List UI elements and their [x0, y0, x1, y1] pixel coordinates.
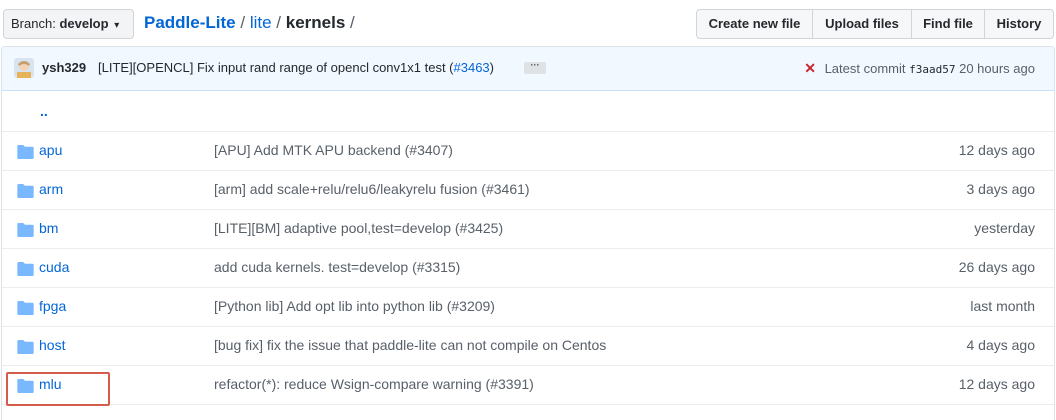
- avatar[interactable]: [14, 58, 34, 78]
- x-icon[interactable]: ✕: [804, 60, 816, 76]
- folder-icon: [17, 340, 34, 354]
- commit-message-end: ): [489, 60, 495, 75]
- file-age: yesterday: [974, 220, 1035, 236]
- history-button[interactable]: History: [984, 9, 1054, 39]
- file-name-link[interactable]: bm: [39, 220, 59, 236]
- commit-pr-link[interactable]: #3463: [453, 60, 490, 75]
- file-row-cuda: cuda add cuda kernels. test=develop (#331…: [2, 249, 1054, 288]
- repo-header: Branch: develop ▾ Paddle-Lite / lite / k…: [0, 0, 1056, 46]
- file-age: last month: [970, 298, 1035, 314]
- upload-files-button[interactable]: Upload files: [812, 9, 912, 39]
- file-row-fpga: fpga [Python lib] Add opt lib into python…: [2, 288, 1054, 327]
- latest-commit-info: ✕ Latest commit f3aad57 20 hours ago: [804, 60, 1035, 77]
- file-row-mlu: mlu refactor(*): reduce Wsign-compare war…: [2, 366, 1054, 405]
- commit-time: 20 hours ago: [959, 61, 1035, 76]
- file-name-link[interactable]: mlu: [39, 376, 62, 392]
- breadcrumb-current: kernels: [285, 13, 346, 32]
- file-commit-message-link[interactable]: [arm] add scale+relu/relu6/leakyrelu fus…: [214, 181, 530, 197]
- file-commit-message-link[interactable]: refactor(*): reduce Wsign-compare warnin…: [214, 376, 534, 392]
- highlight-box: [6, 372, 110, 406]
- folder-icon: [17, 223, 34, 237]
- file-row-apu: apu [APU] Add MTK APU backend (#3407) 12 d…: [2, 132, 1054, 171]
- breadcrumb-separator: /: [350, 13, 355, 32]
- find-file-button[interactable]: Find file: [911, 9, 985, 39]
- file-commit-message-link[interactable]: [LITE][BM] adaptive pool,test=develop (#…: [214, 220, 504, 236]
- commit-message-text[interactable]: [LITE][OPENCL] Fix input rand range of o…: [98, 60, 454, 75]
- breadcrumb-repo-link[interactable]: Paddle-Lite: [144, 13, 236, 32]
- commit-sha-link[interactable]: f3aad57: [909, 63, 956, 76]
- file-row-host: host [bug fix] fix the issue that paddle-…: [2, 327, 1054, 366]
- latest-commit-label: Latest commit: [824, 61, 906, 76]
- folder-icon: [17, 262, 34, 276]
- file-row-bm: bm [LITE][BM] adaptive pool,test=develop …: [2, 210, 1054, 249]
- file-name-link[interactable]: arm: [39, 181, 64, 197]
- breadcrumb: Paddle-Lite / lite / kernels /: [144, 12, 355, 34]
- file-commit-message-link[interactable]: add cuda kernels. test=develop (#3315): [214, 259, 461, 275]
- parent-directory-row: ..: [2, 91, 1054, 132]
- branch-select-button[interactable]: Branch: develop ▾: [3, 9, 134, 39]
- caret-down-icon: ▾: [114, 20, 120, 31]
- breadcrumb-separator: /: [240, 13, 246, 32]
- file-commit-message-link[interactable]: [Python lib] Add opt lib into python lib…: [214, 298, 495, 314]
- folder-icon: [17, 145, 34, 159]
- file-name-link[interactable]: cuda: [39, 259, 70, 275]
- expand-commit-button[interactable]: ···: [524, 61, 546, 74]
- create-new-file-button[interactable]: Create new file: [696, 9, 813, 39]
- branch-prefix: Branch:: [11, 16, 56, 31]
- file-row-arm: arm [arm] add scale+relu/relu6/leakyrelu …: [2, 171, 1054, 210]
- commit-message: [LITE][OPENCL] Fix input rand range of o…: [98, 60, 494, 75]
- file-name-link[interactable]: fpga: [39, 298, 67, 314]
- file-actions: Create new file Upload files Find file H…: [696, 9, 1054, 39]
- file-age: 4 days ago: [966, 337, 1036, 353]
- parent-directory-link[interactable]: ..: [40, 103, 48, 119]
- file-age: 3 days ago: [966, 181, 1036, 197]
- breadcrumb-lite-link[interactable]: lite: [249, 13, 272, 32]
- file-age: 12 days ago: [958, 142, 1035, 158]
- file-commit-message-link[interactable]: [bug fix] fix the issue that paddle-lite…: [214, 337, 607, 353]
- folder-icon: [17, 379, 34, 393]
- file-age: 26 days ago: [958, 259, 1035, 275]
- breadcrumb-separator: /: [276, 13, 282, 32]
- folder-icon: [17, 184, 34, 198]
- file-age: 12 days ago: [958, 376, 1035, 392]
- folder-icon: [17, 301, 34, 315]
- commit-author-link[interactable]: ysh329: [42, 60, 87, 75]
- file-name-link[interactable]: host: [39, 337, 66, 353]
- branch-name: develop: [59, 16, 109, 31]
- file-name-link[interactable]: apu: [39, 142, 63, 158]
- file-list: ysh329 [LITE][OPENCL] Fix input rand ran…: [1, 46, 1055, 420]
- file-commit-message-link[interactable]: [APU] Add MTK APU backend (#3407): [214, 142, 453, 158]
- latest-commit-bar: ysh329 [LITE][OPENCL] Fix input rand ran…: [2, 47, 1054, 91]
